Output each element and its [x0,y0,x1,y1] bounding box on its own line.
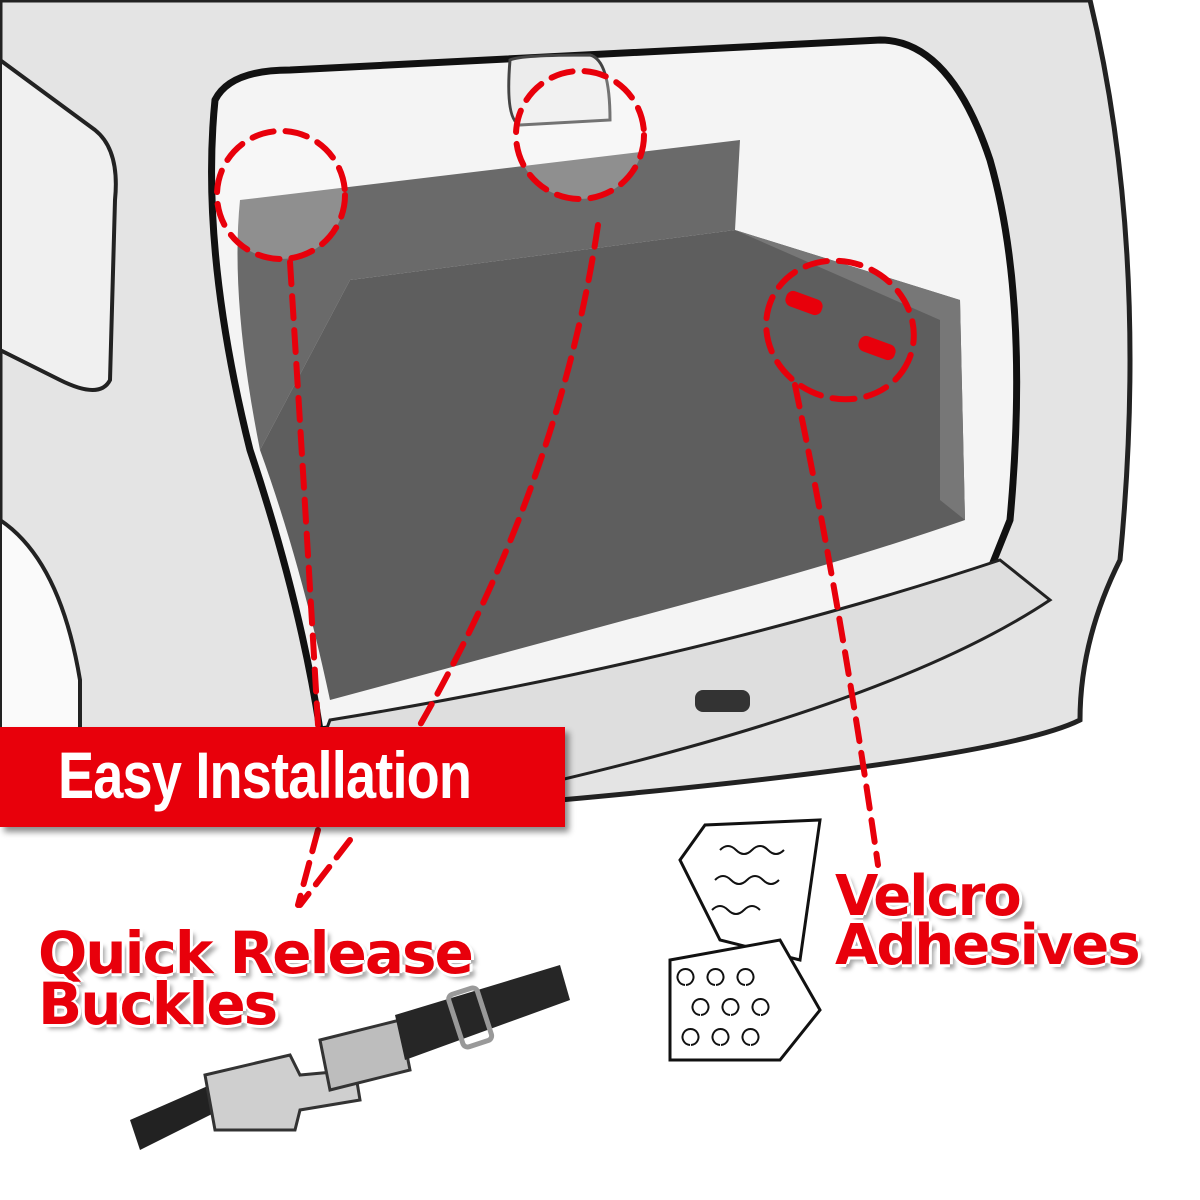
callout-line-center [297,222,601,908]
cargo-seatback [237,140,740,450]
label-line: Buckles [38,970,278,1039]
velcro-strip [785,290,823,316]
buckle-highlight-center [513,68,647,202]
velcro-strip [858,335,896,361]
buckle-highlight-left [214,128,348,262]
buckle-illustration [130,965,570,1150]
banner-title: Easy Installation [58,738,472,812]
callout-line-left [287,259,321,908]
cargo-floor [260,230,965,700]
easy-installation-banner: Easy Installation [0,727,565,827]
side-window [0,57,118,392]
label-line: Quick Release [38,919,474,987]
label-line: Velcro [835,864,1022,929]
velcro-adhesives-label: Velcro Adhesives [835,864,1141,979]
trunk-latch [695,690,750,712]
quick-release-buckles-label: Quick Release Buckles [38,919,474,1039]
label-line: Adhesives [835,913,1141,979]
velcro-illustration [668,818,822,1062]
wheel-arch [0,517,82,763]
velcro-highlight [763,257,917,403]
callout-line-right [792,382,881,868]
